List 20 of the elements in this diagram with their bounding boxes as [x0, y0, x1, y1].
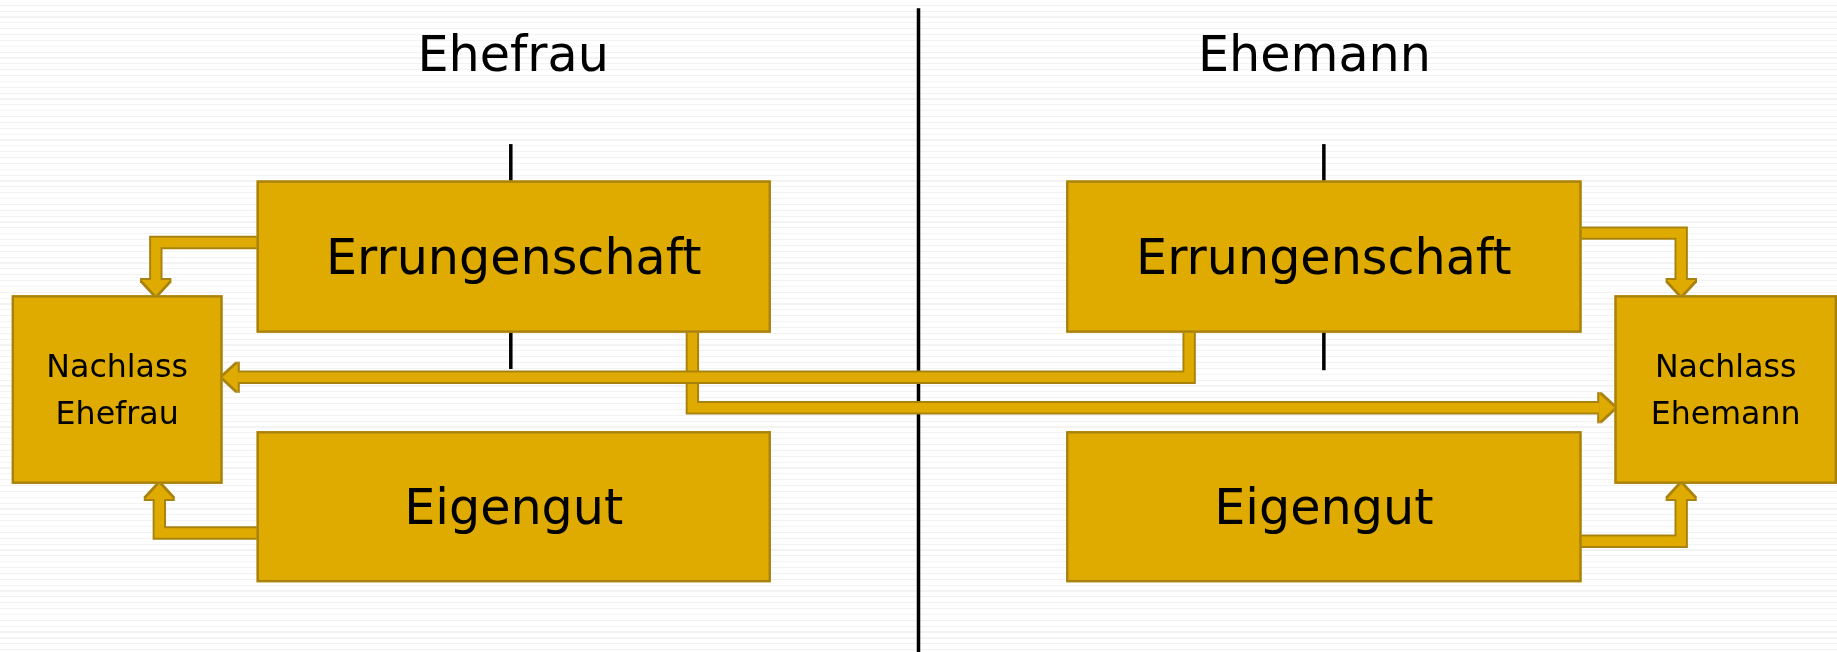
column-heading: Ehemann [1198, 25, 1431, 84]
process-box [1066, 431, 1582, 583]
box-label: Eigengut [404, 478, 624, 536]
box-label: Nachlass Ehemann [1649, 347, 1802, 433]
process-box [1614, 295, 1837, 484]
box-label: Eigengut [1214, 478, 1434, 536]
process-box [11, 295, 223, 484]
box-label: Errungenschaft [325, 227, 702, 286]
block-arrow [687, 332, 1615, 422]
box-label: Errungenschaft [1136, 227, 1512, 286]
block-arrow [145, 483, 257, 538]
block-arrow [222, 332, 1194, 392]
block-arrow [1581, 228, 1696, 296]
process-box [256, 431, 771, 583]
block-arrow [1581, 483, 1696, 546]
column-heading: Ehefrau [417, 25, 609, 84]
block-arrow [141, 237, 257, 296]
process-box [256, 180, 771, 333]
process-box [1066, 180, 1582, 333]
box-label: Nachlass Ehefrau [45, 347, 189, 433]
